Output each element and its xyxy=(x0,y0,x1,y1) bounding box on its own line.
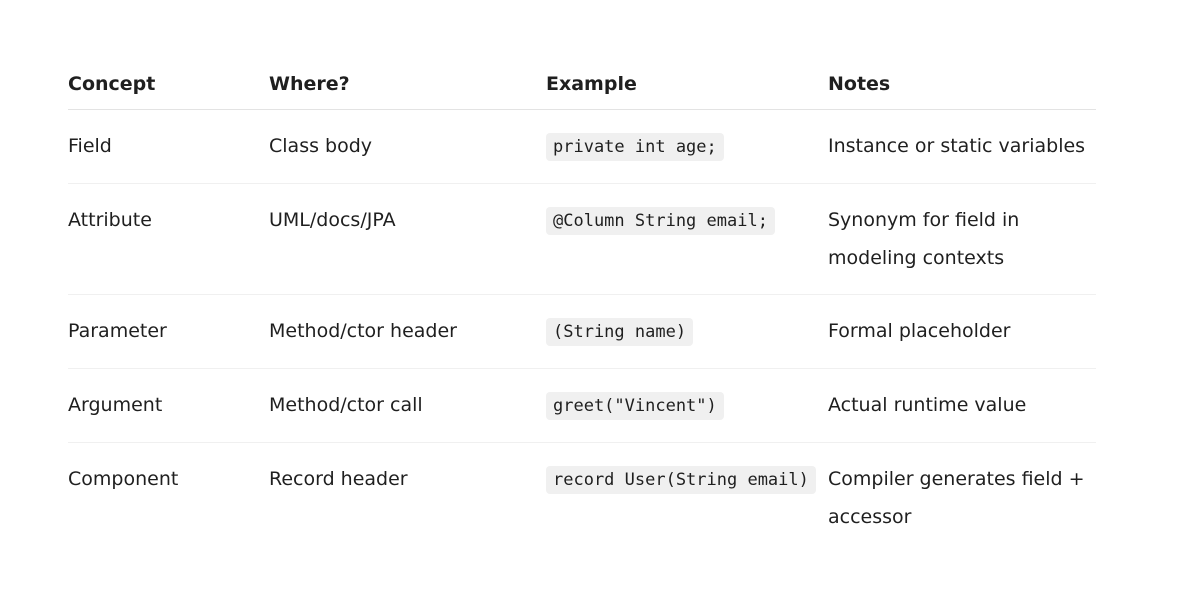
cell-example: (String name) xyxy=(546,294,828,369)
cell-where: Class body xyxy=(269,109,546,184)
cell-concept: Field xyxy=(68,109,269,184)
cell-concept: Component xyxy=(68,468,179,490)
header-row: Concept Where? Example Notes xyxy=(68,60,1096,110)
cell-example: record User(String email) xyxy=(546,443,828,554)
table-header: Concept Where? Example Notes xyxy=(68,60,1096,110)
cell-where: Method/ctor call xyxy=(269,368,546,443)
table-row: Component Record header record User(Stri… xyxy=(68,443,1096,554)
concept-table-container: Concept Where? Example Notes Field Class… xyxy=(68,60,1096,553)
cell-notes: Actual runtime value xyxy=(828,368,1096,443)
concept-table: Concept Where? Example Notes Field Class… xyxy=(68,60,1096,553)
table-row: Field Class body private int age; Instan… xyxy=(68,109,1096,184)
table-row: Argument Method/ctor call greet("Vincent… xyxy=(68,368,1096,443)
cell-example: greet("Vincent") xyxy=(546,368,828,443)
table-row: Parameter Method/ctor header (String nam… xyxy=(68,294,1096,369)
code-snippet: record User(String email) xyxy=(546,466,816,494)
cell-example: private int age; xyxy=(546,109,828,184)
table-row: Attribute UML/docs/JPA @Column String em… xyxy=(68,183,1096,295)
header-where: Where? xyxy=(269,60,546,110)
code-snippet: private int age; xyxy=(546,133,724,161)
header-notes: Notes xyxy=(828,60,1096,110)
cell-example: @Column String email; xyxy=(546,183,828,295)
header-concept: Concept xyxy=(68,60,269,110)
cell-notes: Instance or static variables xyxy=(828,109,1096,184)
cell-notes: Compiler generates field + accessor xyxy=(828,468,1085,528)
cell-where: UML/docs/JPA xyxy=(269,183,546,295)
cell-notes: Synonym for field in modeling contexts xyxy=(828,183,1096,295)
code-snippet: (String name) xyxy=(546,318,694,346)
cell-where: Method/ctor header xyxy=(269,294,546,369)
code-snippet: greet("Vincent") xyxy=(546,392,724,420)
table-body: Field Class body private int age; Instan… xyxy=(68,109,1096,554)
header-example: Example xyxy=(546,60,828,110)
cell-concept: Attribute xyxy=(68,183,269,295)
cell-concept: Parameter xyxy=(68,294,269,369)
cell-notes: Formal placeholder xyxy=(828,294,1096,369)
cell-where: Record header xyxy=(269,468,408,490)
cell-concept: Argument xyxy=(68,368,269,443)
code-snippet: @Column String email; xyxy=(546,207,775,235)
